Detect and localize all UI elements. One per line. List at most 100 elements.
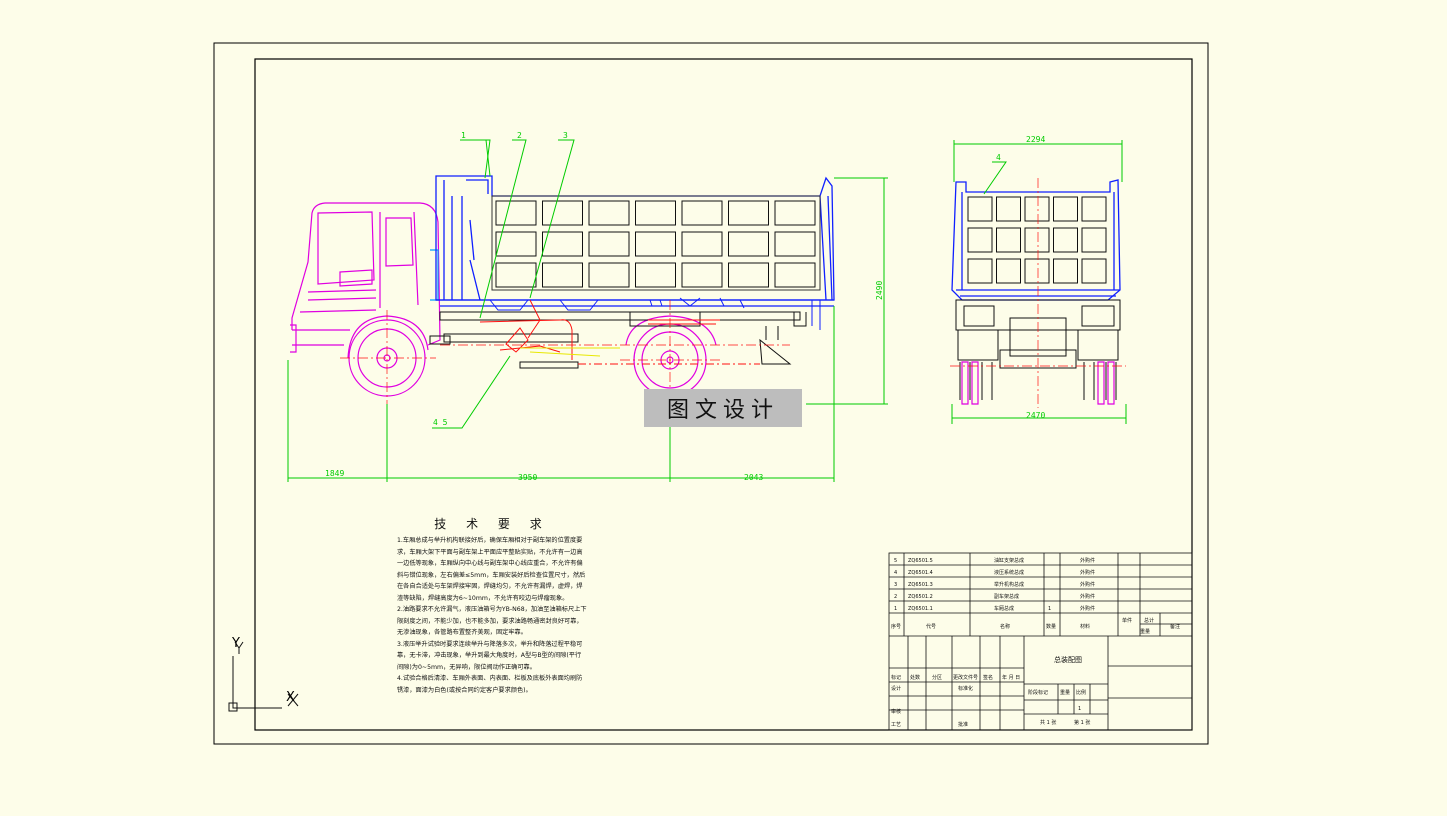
dump-body-panels xyxy=(491,195,821,291)
coord-x-label: X xyxy=(286,690,295,705)
lbl-sheets: 共 1 张 xyxy=(1040,719,1056,726)
tech-title: 技 术 要 求 xyxy=(434,517,550,531)
dim-2490: 2490 xyxy=(875,281,884,300)
parts-row-cell: ZQ6501.5 xyxy=(908,558,933,564)
body-panel xyxy=(588,262,630,288)
rear-body-panel xyxy=(1053,258,1078,284)
rear-body-panel xyxy=(967,227,993,253)
hdr-note: 备注 xyxy=(1170,623,1180,630)
parts-row-cell: 1 xyxy=(894,606,897,612)
rear-body-panel xyxy=(996,227,1021,253)
parts-row-cell: ZQ6501.1 xyxy=(908,606,933,612)
lbl-sign: 签名 xyxy=(983,674,993,681)
hydraulic-lines xyxy=(479,299,760,365)
hdr-total: 总计 xyxy=(1144,617,1154,624)
dimension-lines xyxy=(287,139,1127,482)
wiring-harness xyxy=(520,347,620,357)
coord-y-label: Y xyxy=(232,636,240,651)
dim-1849: 1849 xyxy=(325,469,344,478)
rear-wheel xyxy=(625,315,717,397)
body-panel xyxy=(728,262,769,288)
lbl-scale: 比例 xyxy=(1076,689,1086,696)
rear-body-panel xyxy=(996,196,1021,222)
lbl-count: 处数 xyxy=(910,674,920,681)
parts-row-cell: 5 xyxy=(894,558,897,564)
body-panel xyxy=(495,200,537,226)
rear-body-panel xyxy=(996,258,1021,284)
lbl-design: 设计 xyxy=(891,685,901,692)
rear-body-panel xyxy=(967,196,993,222)
lbl-stage: 阶段标记 xyxy=(1028,689,1048,696)
rear-body-panel xyxy=(1024,258,1050,284)
hdr-weight: 重量 xyxy=(1140,628,1150,635)
tech-item-2: 2.油路要求不允许漏气，液压油箱号为YB-N68，加油至油箱标尺上下限刻度之间，… xyxy=(397,606,587,636)
lbl-zone: 分区 xyxy=(932,674,942,681)
inner-frame xyxy=(254,58,1193,731)
body-panel xyxy=(681,231,723,257)
rear-tires xyxy=(961,361,1115,405)
technical-requirements: 技 术 要 求 1.车厢总成与举升机构联接好后，确保车厢相对于副车架的位置度要求… xyxy=(397,516,587,696)
lbl-approve: 批准 xyxy=(958,721,968,728)
rear-body-panel xyxy=(967,258,993,284)
rear-body-panel xyxy=(1053,196,1078,222)
body-panel xyxy=(588,200,630,226)
rear-body-panel xyxy=(1081,258,1107,284)
scale-value: 1 xyxy=(1078,706,1081,712)
parts-row-cell: 外购件 xyxy=(1080,605,1095,612)
body-panel xyxy=(774,262,816,288)
truck-side-view xyxy=(290,175,835,404)
parts-row-cell: 1 xyxy=(1048,606,1051,612)
body-panel xyxy=(728,200,769,226)
rear-body-panel xyxy=(1081,196,1107,222)
leader-1: 1 xyxy=(461,131,466,140)
parts-row-cell: 3 xyxy=(894,582,897,588)
drawing-name: 总装配图 xyxy=(1054,655,1082,664)
parts-row-cell: 外购件 xyxy=(1080,593,1095,600)
parts-row-cell: 车厢总成 xyxy=(994,605,1014,612)
rear-body-panel xyxy=(1024,196,1050,222)
body-panel xyxy=(635,262,676,288)
parts-row-cell: 副车架总成 xyxy=(994,593,1019,600)
centerlines xyxy=(340,300,790,404)
body-panel xyxy=(681,200,723,226)
hdr-qty: 数量 xyxy=(1046,623,1056,630)
lbl-check: 审核 xyxy=(891,708,901,715)
rear-body-panel xyxy=(1081,227,1107,253)
leader-4-5: 4 5 xyxy=(433,418,448,427)
rear-body-panel xyxy=(1024,227,1050,253)
chassis-frame xyxy=(429,311,807,369)
lbl-process: 工艺 xyxy=(891,722,901,728)
rear-body-panels xyxy=(967,196,1107,284)
leader-2: 2 xyxy=(517,131,522,140)
parts-row-cell: 外购件 xyxy=(1080,557,1095,564)
hdr-seq: 序号 xyxy=(891,623,901,630)
body-panel xyxy=(635,200,676,226)
hdr-name: 名称 xyxy=(1000,623,1010,630)
leader-3: 3 xyxy=(563,131,568,140)
rear-dump-body xyxy=(951,179,1121,301)
body-panel xyxy=(542,231,583,257)
body-panel xyxy=(542,200,583,226)
rear-chassis xyxy=(955,299,1121,400)
lbl-change: 更改文件号 xyxy=(953,674,978,681)
hdr-mat: 材料 xyxy=(1080,623,1090,630)
hdr-unit: 单件 xyxy=(1122,617,1132,624)
parts-row-cell: 2 xyxy=(894,594,897,600)
cab-outline xyxy=(290,202,441,397)
body-panel xyxy=(774,231,816,257)
parts-row-cell: 举升机构总成 xyxy=(994,581,1024,588)
dim-3950: 3950 xyxy=(518,473,537,482)
dim-2294: 2294 xyxy=(1026,135,1045,144)
body-panel xyxy=(588,231,630,257)
body-panel xyxy=(635,231,676,257)
body-panel xyxy=(542,262,583,288)
body-panel xyxy=(681,262,723,288)
rear-centerlines xyxy=(950,178,1126,408)
body-panel xyxy=(774,200,816,226)
lbl-mark: 标记 xyxy=(891,674,901,681)
lbl-weight: 重量 xyxy=(1060,689,1070,696)
parts-row-cell: ZQ6501.4 xyxy=(908,570,933,576)
tech-item-1: 1.车厢总成与举升机构联接好后，确保车厢相对于副车架的位置度要求，车厢大架下平面… xyxy=(397,537,586,602)
